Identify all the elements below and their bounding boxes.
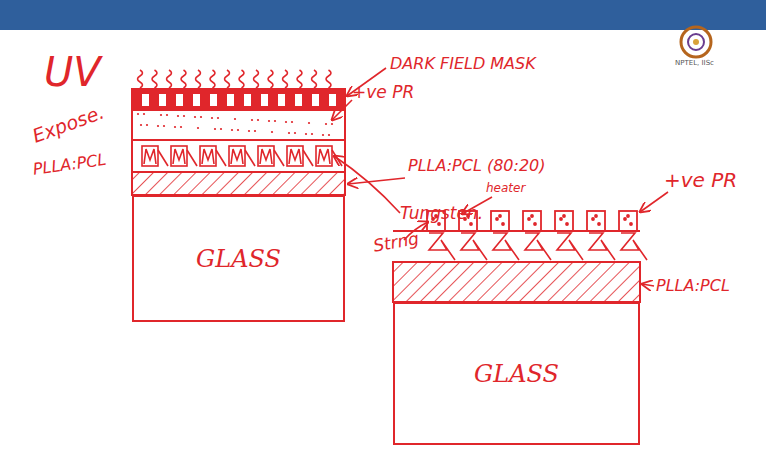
part-name: Tungsten. xyxy=(400,205,483,222)
springs xyxy=(429,233,647,260)
substrate-box: GLASS xyxy=(132,195,345,322)
part-name: +ve PR xyxy=(352,84,414,101)
substrate-box: GLASS xyxy=(393,302,640,445)
leader-arrows xyxy=(332,68,668,286)
tungsten-layer xyxy=(132,140,345,172)
dark-field-mask xyxy=(132,89,345,110)
part-name: PLLA:PCL xyxy=(32,152,107,178)
process-step: Expose. xyxy=(30,102,107,145)
process-step: UV xyxy=(44,52,101,92)
part-name: heater xyxy=(486,182,525,194)
uv-rays xyxy=(138,70,332,88)
logo-text: NPTEL, IISc xyxy=(675,60,714,67)
mask-openings xyxy=(142,94,336,106)
header-bar xyxy=(0,0,766,30)
photoresist-dots xyxy=(137,113,333,136)
substrate-label: GLASS xyxy=(474,360,559,388)
part-name: +ve PR xyxy=(664,170,737,190)
part-name: PLLA:PCL (80:20) xyxy=(408,158,546,174)
spring-layer-line xyxy=(393,230,640,232)
polymer-layer xyxy=(393,262,640,302)
part-name: PLLA:PCL xyxy=(656,278,730,294)
polymer-layer xyxy=(132,172,345,195)
logo xyxy=(681,27,711,57)
tungsten-springs xyxy=(142,146,342,166)
photoresist-layer xyxy=(132,110,345,140)
part-name: Strng xyxy=(372,230,420,255)
part-name: DARK FIELD MASK xyxy=(390,56,536,72)
substrate-label: GLASS xyxy=(196,245,281,273)
